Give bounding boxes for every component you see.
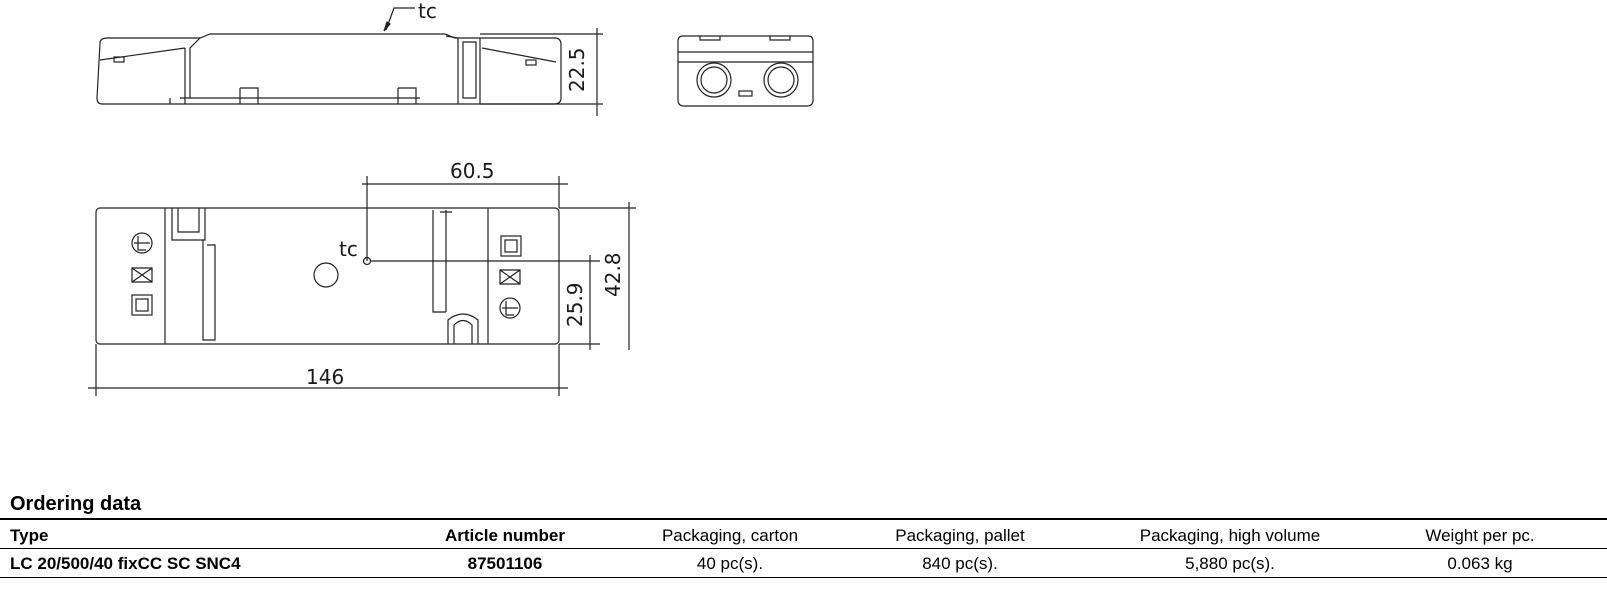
header-type: Type: [10, 526, 49, 545]
divider: [0, 548, 1607, 549]
tc-offset-dimension: 60.5: [450, 159, 495, 183]
tc-y-dimension: 25.9: [563, 282, 587, 327]
technical-drawing: tc 22.5 60.5 tc 42.8 25.9 146: [88, 0, 814, 396]
cell-weight: 0.063 kg: [1447, 554, 1513, 573]
cell-article: 87501106: [467, 554, 543, 573]
header-weight: Weight per pc.: [1425, 526, 1535, 545]
header-pallet: Packaging, pallet: [895, 526, 1025, 545]
header-high-volume: Packaging, high volume: [1139, 526, 1321, 545]
header-article: Article number: [445, 526, 565, 545]
end-view: [677, 35, 814, 107]
width-dimension: 42.8: [601, 252, 625, 297]
plan-view: [88, 176, 636, 396]
height-dimension: 22.5: [565, 47, 589, 92]
table-header: Type Article number Packaging, carton Pa…: [0, 526, 1607, 552]
cell-carton: 40 pc(s).: [696, 554, 764, 573]
cell-pallet: 840 pc(s).: [922, 554, 998, 573]
cell-type: LC 20/500/40 fixCC SC SNC4: [10, 554, 241, 573]
section-title: Ordering data: [10, 493, 142, 515]
divider: [0, 577, 1607, 578]
length-dimension: 146: [306, 365, 344, 389]
side-view: [96, 7, 603, 116]
cell-high-volume: 5,880 pc(s).: [1185, 554, 1275, 573]
tc-label-side: tc: [418, 0, 437, 23]
tc-label-plan: tc: [339, 237, 358, 261]
table-row: LC 20/500/40 fixCC SC SNC4 87501106 40 p…: [0, 554, 1607, 580]
divider: [0, 518, 1607, 520]
header-carton: Packaging, carton: [661, 526, 799, 545]
